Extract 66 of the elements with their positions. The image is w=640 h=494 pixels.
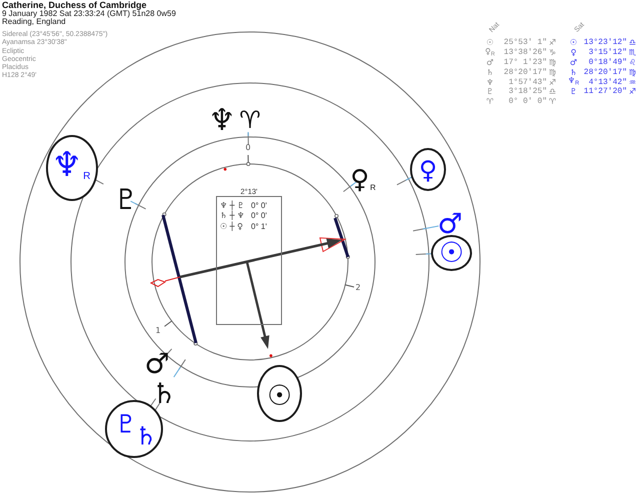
planet-glyph: ♂ [437, 210, 463, 238]
highlight-ellipse [431, 235, 472, 271]
planet-glyph: ♇ [486, 87, 494, 96]
planet-glyph: ☉ [486, 38, 494, 48]
zodiac-sign: ♍ [548, 68, 556, 77]
position-value: 3°15'12" [588, 48, 627, 58]
planet-glyph: ♆ [486, 78, 494, 87]
planet-glyph: ♄ [134, 424, 158, 448]
planet-glyph: ♆ [208, 106, 236, 136]
planet-glyph: ♀ [570, 48, 576, 58]
planet-glyph: ♇ [114, 412, 138, 436]
position-value: 4°13'42" [588, 78, 627, 87]
zodiac-sign: ♐ [628, 87, 636, 96]
zodiac-sign: ♎ [548, 87, 556, 96]
planet-glyph: ♈ [486, 97, 494, 106]
planet-glyph: ♀$_{R}$ [485, 46, 495, 59]
orb-value: 0° 0' [251, 200, 267, 210]
planet-glyph: ♆$_{R}$ [52, 148, 90, 182]
planet-glyph: ☉ [266, 382, 292, 410]
zodiac-sign: ♑ [548, 48, 556, 58]
midpoint-pair: ♄ ┼ ♆ [220, 211, 244, 220]
planet-glyph: ☉ [438, 239, 464, 267]
birth-data-line: Reading, England [2, 18, 66, 26]
position-value: 0° 0' 0" [508, 97, 547, 106]
house-number: 2 [355, 284, 361, 292]
zodiac-sign: ♌ [628, 58, 636, 67]
position-value: 1°57'43" [508, 78, 547, 87]
position-value: 0°18'49" [588, 58, 627, 67]
highlight-ellipse [410, 148, 446, 191]
zodiac-sign: ♐ [548, 38, 556, 48]
planet-glyph: ♄ [151, 380, 177, 408]
zodiac-sign: ♎ [628, 38, 636, 48]
position-value: 13°38'26" [504, 48, 547, 58]
house-number: 1 [155, 327, 161, 335]
position-value: 3°18'25" [508, 87, 547, 96]
midpoint-pair: ♆ ┼ ♇ [220, 200, 244, 210]
position-value: 17° 1'23" [504, 58, 547, 67]
position-value: 28°20'17" [584, 68, 627, 77]
house-number: 0 [245, 144, 251, 152]
zodiac-sign: ♏ [628, 48, 636, 58]
position-value: 25°53' 1" [504, 38, 547, 48]
midpoint-pair: ☉ ┼ ♀ [220, 222, 243, 231]
planet-glyph: ♂ [144, 350, 170, 378]
planet-glyph: ♀ [418, 157, 438, 182]
zodiac-sign: ♍ [628, 68, 636, 77]
planet-glyph: ☉ [570, 38, 578, 48]
position-value: 13°23'12" [584, 38, 627, 48]
zodiac-sign: ♍ [548, 58, 556, 67]
planet-glyph: ♇ [570, 87, 578, 96]
planet-glyph: ♆$_{R}$ [568, 76, 580, 88]
planet-glyph: ♂ [486, 58, 494, 67]
chart-title: Catherine, Duchess of Cambridge [2, 1, 147, 10]
planet-glyph: ♄ [486, 68, 494, 77]
zodiac-sign: ♒ [628, 78, 636, 87]
planet-glyph: ♄ [570, 68, 578, 77]
zodiac-sign: ♈ [548, 97, 556, 106]
planet-glyph: ♂ [570, 58, 578, 67]
zodiac-sign: ♐ [548, 78, 556, 87]
position-value: 28°20'17" [504, 68, 547, 77]
position-value: 11°27'20" [584, 87, 627, 96]
highlight-ellipse [46, 135, 98, 201]
planet-glyph: ♇ [113, 186, 139, 214]
orb-value: 0° 0' [251, 211, 267, 220]
orb-value: 0° 1' [251, 222, 267, 231]
zodiac-glyph: ♈ [239, 108, 261, 132]
birth-data-line: 9 January 1982 Sat 23:33:24 (GMT) 51n28 0w59 [2, 10, 176, 18]
